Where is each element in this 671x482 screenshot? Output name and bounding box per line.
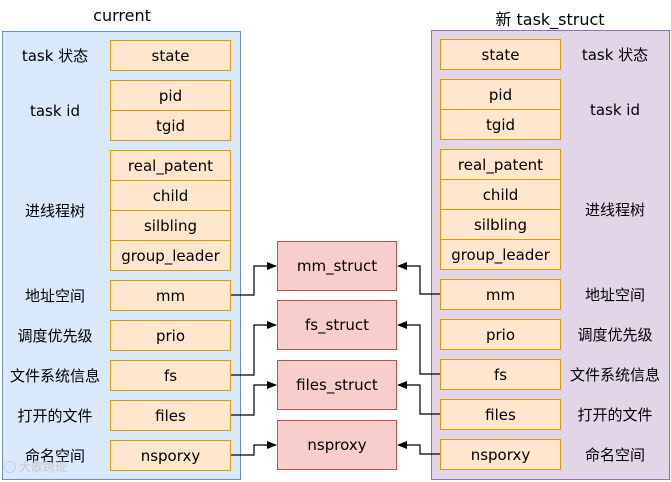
right-field-prio: prio: [440, 319, 561, 350]
right-field-tgid: tgid: [440, 109, 561, 140]
watermark-logo-icon: [4, 460, 16, 473]
arrow-left-nsproxy: [231, 441, 277, 456]
left-label-task-state: task 状态: [21, 47, 89, 65]
left-label-address-space: 地址空间: [24, 287, 85, 305]
left-label-namespace: 命名空间: [24, 447, 85, 465]
watermark: 大歌跨现: [4, 458, 67, 475]
left-label-task-id: task id: [29, 101, 81, 120]
left-field-tgid: tgid: [110, 110, 231, 141]
shared-nsproxy: nsproxy: [277, 420, 397, 470]
left-field-fs: fs: [110, 360, 231, 391]
arrow-left-fs: [231, 321, 277, 376]
right-label-sched-priority: 调度优先级: [577, 326, 653, 344]
right-label-task-id: task id: [589, 100, 641, 119]
right-field-mm: mm: [440, 279, 561, 310]
arrow-right-fs: [397, 321, 440, 375]
right-field-child: child: [440, 179, 561, 210]
right-label-open-files: 打开的文件: [577, 406, 653, 424]
right-field-pid: pid: [440, 79, 561, 110]
right-field-files: files: [440, 399, 561, 430]
shared-fs-struct: fs_struct: [277, 300, 397, 350]
left-field-state: state: [110, 40, 231, 71]
right-label-fs-info: 文件系统信息: [569, 366, 660, 384]
right-field-state: state: [440, 39, 561, 70]
arrow-right-mm: [397, 262, 440, 295]
left-panel-title: current: [93, 6, 151, 25]
arrow-right-files: [397, 381, 440, 415]
right-label-task-state: task 状态: [581, 46, 649, 64]
left-field-prio: prio: [110, 320, 231, 351]
right-label-address-space: 地址空间: [584, 286, 645, 304]
left-field-nsporxy: nsporxy: [110, 440, 231, 471]
right-field-fs: fs: [440, 359, 561, 390]
right-label-process-tree: 进线程树: [584, 201, 645, 219]
shared-mm-struct: mm_struct: [277, 241, 397, 291]
right-label-namespace: 命名空间: [584, 446, 645, 464]
left-field-real-patent: real_patent: [110, 150, 231, 181]
right-panel-title: 新 task_struct: [495, 10, 605, 29]
watermark-text: 大歌跨现: [19, 460, 68, 474]
right-field-silbling: silbling: [440, 209, 561, 240]
left-label-process-tree: 进线程树: [24, 202, 85, 220]
left-label-fs-info: 文件系统信息: [9, 367, 100, 385]
left-field-child: child: [110, 180, 231, 211]
arrow-left-files: [231, 381, 277, 416]
left-field-group-leader: group_leader: [110, 240, 231, 271]
right-field-nsporxy: nsporxy: [440, 439, 561, 470]
left-field-files: files: [110, 400, 231, 431]
left-label-open-files: 打开的文件: [17, 407, 93, 425]
arrow-left-mm: [231, 262, 277, 296]
arrow-right-nsproxy: [397, 441, 440, 455]
left-label-sched-priority: 调度优先级: [17, 327, 93, 345]
shared-files-struct: files_struct: [277, 360, 397, 410]
left-field-mm: mm: [110, 280, 231, 311]
right-field-group-leader: group_leader: [440, 239, 561, 270]
